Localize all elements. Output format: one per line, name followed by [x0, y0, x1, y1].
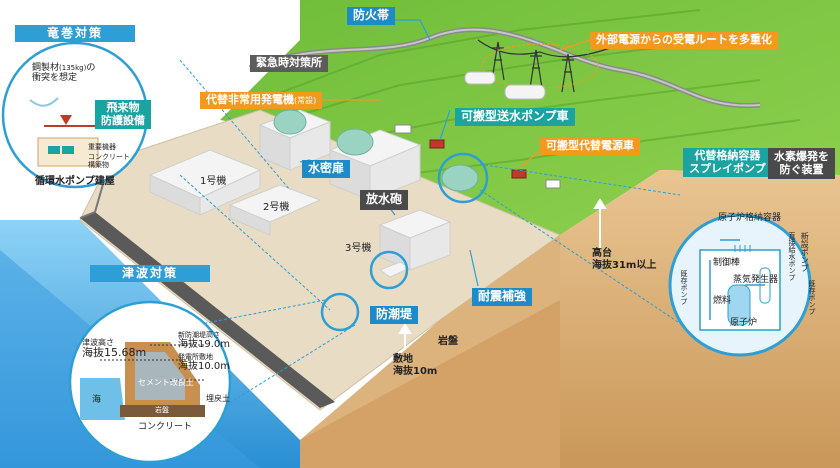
reactor-fuel: 燃料: [713, 296, 732, 306]
tornado-legend-2: コンクリート 構築物: [88, 153, 130, 170]
label-unit-1: 1号機: [200, 176, 227, 187]
tornado-note-line1-end: の: [86, 63, 96, 73]
reactor-panel-graphic: [668, 213, 812, 357]
label-alt-generator-note: (常設): [294, 96, 317, 105]
transmission-towers: [477, 39, 611, 93]
buildings: [148, 109, 452, 278]
seawall: [80, 212, 335, 408]
reactor-steam-gen: 蒸気発生器: [733, 275, 779, 285]
label-portable-pump-truck: 可搬型送水ポンプ車: [455, 108, 575, 126]
pump-circle: [369, 250, 409, 290]
label-seawall: 防潮堤: [370, 306, 419, 324]
label-highland: 高台 海抜31m以上: [592, 248, 657, 271]
tsunami-panel-header: 津波対策: [90, 265, 210, 282]
tsunami-height-value: 海抜15.68m: [82, 346, 147, 359]
label-firebreak: 防火帯: [347, 7, 396, 25]
reactor-control-rod: 制御棒: [713, 258, 741, 268]
reactor-new-pump: 新設ポンプ: [800, 232, 810, 272]
label-unit-3: 3号機: [345, 243, 372, 254]
reactor-dome-2: [336, 128, 374, 156]
tornado-panel-header: 竜巻対策: [15, 25, 135, 42]
vehicles: [394, 124, 561, 189]
tornado-note-line2: 衝突を想定: [32, 73, 78, 84]
reactor-title: 原子炉格納容器: [718, 213, 782, 223]
reactor-existing-pump-right: 既存ポンプ: [808, 280, 817, 315]
label-hydrogen-explosion: 水素爆発を 防ぐ装置: [768, 148, 835, 180]
tornado-caption: 循環水ポンプ建屋: [35, 176, 115, 187]
tornado-legend-1: 重要機器: [88, 143, 116, 151]
reactor-core: 原子炉: [730, 318, 758, 328]
tsunami-fill: 埋戻土: [206, 394, 230, 403]
reactor-dome-3: [441, 164, 479, 192]
tsunami-concrete: コンクリート: [138, 422, 193, 432]
tornado-circle: [437, 152, 489, 204]
label-alt-generator-main: 代替非常用発電機: [206, 93, 294, 106]
tsunami-sea: 海: [92, 395, 102, 405]
new-seawall-value: 海抜19.0m: [178, 339, 231, 350]
label-bedrock: 岩盤: [438, 336, 458, 347]
plant-site-label: 発電所敷地: [178, 353, 213, 361]
reactor-existing-pump-left: 既存ポンプ: [680, 270, 689, 305]
reactor-dome-1: [273, 109, 307, 135]
seawall-circle: [320, 292, 360, 332]
label-emergency-center: 緊急時対策所: [250, 55, 328, 72]
tornado-note: 鋼製材(135kg)の 衝突を想定: [32, 63, 95, 84]
label-alt-containment-spray: 代替格納容器 スプレイポンプ: [683, 148, 772, 178]
reactor-new-pump-note: 直接給水ポンプ: [788, 232, 797, 281]
tornado-note-mass: (135kg): [59, 64, 87, 72]
tsunami-height-label: 津波高さ: [82, 338, 114, 347]
tornado-note-line1: 鋼製材: [32, 63, 60, 73]
label-unit-2: 2号機: [263, 202, 290, 213]
new-seawall-label: 新防潮堤高さ: [178, 331, 220, 339]
label-site-elevation: 敷地 海抜10m: [393, 354, 438, 377]
label-alt-generator: 代替非常用発電機(常設): [200, 92, 323, 109]
label-watertight-door: 水密扉: [302, 160, 351, 178]
tsunami-rock: 岩盤: [155, 406, 169, 414]
plant-site-value: 海抜10.0m: [178, 361, 231, 372]
tsunami-panel-graphic: [68, 300, 232, 464]
label-external-power: 外部電源からの受電ルートを多重化: [590, 32, 778, 49]
label-portable-power-truck: 可搬型代替電源車: [540, 138, 640, 155]
label-water-cannon: 放水砲: [360, 190, 409, 210]
tsunami-cement: セメント改良土: [138, 378, 194, 387]
label-seismic-reinforcement: 耐震補強: [472, 288, 533, 306]
elevation-arrows: [398, 198, 607, 350]
label-missile-protection: 飛来物 防護設備: [95, 100, 151, 130]
